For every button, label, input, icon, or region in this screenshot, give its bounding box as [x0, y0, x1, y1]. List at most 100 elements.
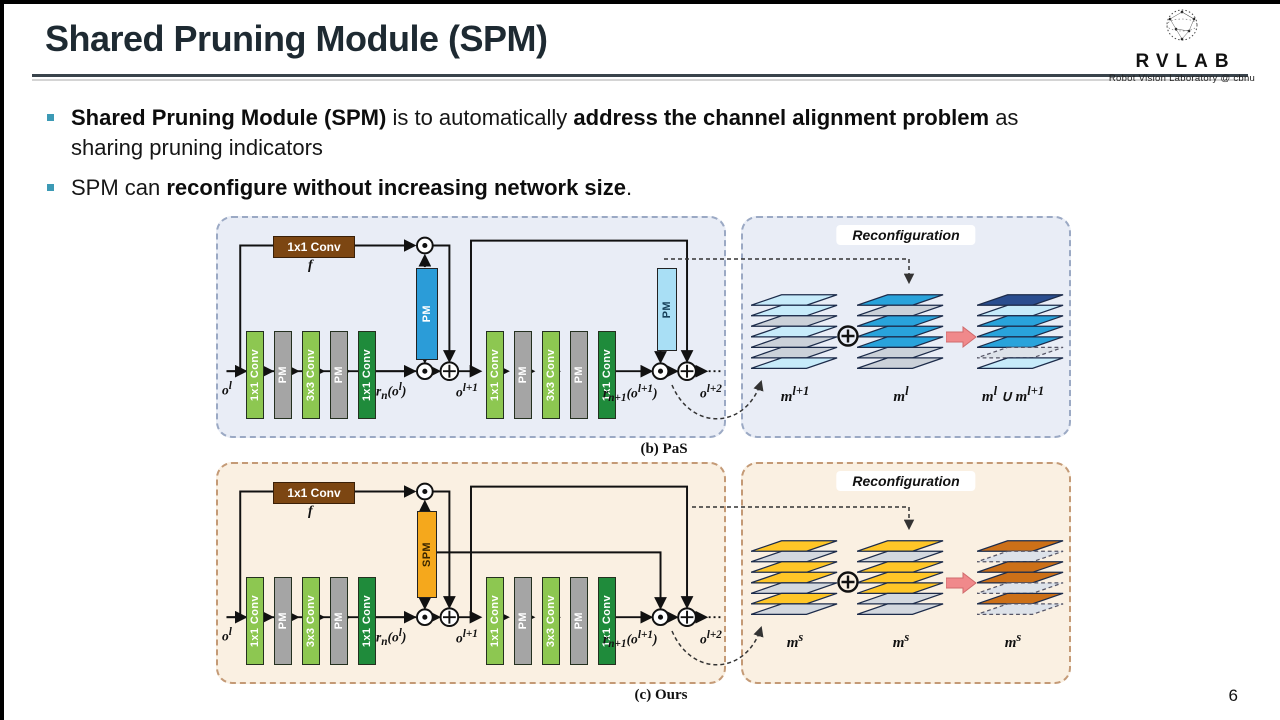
residual-conv-block: 1x1 Conv [273, 236, 355, 258]
mask-layer [857, 540, 944, 552]
conv-block: 1x1 Conv [246, 577, 264, 665]
bullet-text-2: SPM can reconfigure without increasing n… [71, 173, 632, 203]
residual-output-label: rn(ol) [376, 627, 407, 649]
mask-layer [857, 336, 944, 348]
mask-layer [977, 582, 1064, 594]
pm-block-lightblue: PM [657, 268, 677, 351]
residual-output-label-2: rn+1(ol+1) [603, 629, 658, 651]
bullet-text-bold: address the channel alignment problem [573, 105, 990, 130]
conv-block: 1x1 Conv [358, 577, 376, 665]
mask-layer [977, 357, 1064, 370]
transform-arrow-icon [946, 572, 977, 594]
residual-output-label-2: rn+1(ol+1) [603, 383, 658, 405]
mask-layer [857, 571, 944, 584]
mask-layer [857, 294, 944, 306]
final-output-label: ol+2 [700, 629, 722, 647]
conv-block: PM [570, 577, 588, 665]
mask-layer [857, 592, 944, 605]
conv-sequence-1: 1x1 Conv PM 3x3 Conv PM 1x1 Conv [246, 577, 376, 665]
conv-block: 3x3 Conv [542, 331, 560, 419]
conv-block: PM [570, 331, 588, 419]
bullet-text-bold: Shared Pruning Module (SPM) [71, 105, 387, 130]
f-label: f [308, 504, 313, 519]
mask-layer [977, 304, 1064, 317]
mask-layer [751, 540, 838, 552]
mask-label: ml+1 [780, 384, 810, 405]
mask-layer [857, 304, 944, 317]
mask-layer [751, 561, 838, 573]
bullet-marker [47, 114, 54, 121]
mask-layer [751, 550, 838, 563]
mask-layer [751, 304, 838, 317]
mask-layer [977, 550, 1064, 563]
bullet-text-bold: reconfigure without increasing network s… [166, 174, 627, 200]
sphere-network-icon [1166, 9, 1198, 41]
title-underline [32, 74, 1248, 77]
mask-label: ml [893, 384, 909, 405]
reconfig-title: Reconfiguration [836, 225, 976, 245]
f-label: f [308, 258, 313, 273]
conv-block: 1x1 Conv [486, 577, 504, 665]
mask-label: ml ∪ ml+1 [981, 384, 1045, 405]
conv-block: PM [330, 577, 348, 665]
logo-subtitle: Robot Vision Laboratory @ cbnu [1108, 73, 1256, 84]
bullet-text-plain: . [626, 174, 633, 200]
mask-layer [977, 294, 1064, 306]
conv-block: 1x1 Conv [358, 331, 376, 419]
final-output-label: ol+2 [700, 383, 722, 401]
mask-layer [857, 325, 944, 338]
mask-layer [751, 592, 838, 605]
mask-layer [857, 346, 944, 359]
conv-block: PM [274, 577, 292, 665]
mask-layer [751, 357, 838, 370]
mask-stack [977, 540, 1064, 616]
pm-block-blue: PM [416, 268, 438, 360]
mid-output-label: ol+1 [456, 628, 478, 646]
mask-layer [751, 603, 838, 616]
mask-layer [977, 592, 1064, 605]
logo-brand: RVLAB [1135, 51, 1236, 72]
mask-layer [857, 550, 944, 563]
conv-block: PM [514, 577, 532, 665]
mask-layer [751, 294, 838, 306]
bullet-text-1: Shared Pruning Module (SPM) is to automa… [71, 103, 1018, 164]
mask-layer [977, 571, 1064, 584]
add-operator-icon [837, 571, 859, 593]
mask-layer [977, 336, 1064, 348]
mask-stack [857, 294, 944, 370]
mask-layer [977, 346, 1064, 359]
mask-stack [751, 294, 838, 370]
bullet-text-plain: is to automatically [386, 105, 574, 130]
add-operator-icon [837, 325, 859, 347]
mask-layer [977, 315, 1064, 327]
mask-layer [751, 346, 838, 359]
mask-layer [977, 603, 1064, 616]
bullet-list: Shared Pruning Module (SPM) is to automa… [45, 103, 1245, 212]
bullet-text-plain: sharing pruning indicators [71, 135, 323, 161]
mask-layer [977, 540, 1064, 552]
mask-stack [857, 540, 944, 616]
bullet-text-plain: as [989, 105, 1019, 130]
mask-label: ms [892, 630, 910, 651]
mask-label: ms [1004, 630, 1022, 651]
bullet-item-2: SPM can reconfigure without increasing n… [45, 173, 1245, 203]
mask-layer [751, 571, 838, 584]
mask-layer [751, 315, 838, 327]
mask-layer [977, 561, 1064, 573]
page-number: 6 [1228, 686, 1238, 705]
caption-c: (c) Ours [634, 687, 688, 703]
conv-block: 3x3 Conv [302, 577, 320, 665]
conv-block: 1x1 Conv [486, 331, 504, 419]
conv-block: 1x1 Conv [598, 577, 616, 665]
input-label: ol [222, 380, 232, 398]
mask-stack [751, 540, 838, 616]
residual-conv-block: 1x1 Conv [273, 482, 355, 504]
caption-b: (b) PaS [640, 441, 688, 457]
mask-layer [857, 357, 944, 370]
bullet-item-1: Shared Pruning Module (SPM) is to automa… [45, 103, 1245, 164]
